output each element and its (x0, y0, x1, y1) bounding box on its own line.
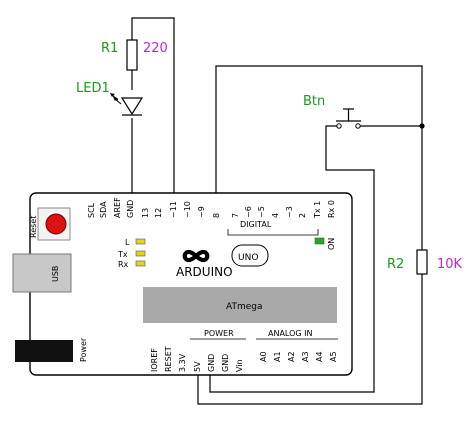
logo-text: ARDUINO (176, 265, 233, 279)
digital-bracket (227, 229, 319, 236)
r1-value-label: 220 (143, 41, 168, 56)
power-pin-label-2: 3.3V (178, 353, 187, 372)
r2-resistor (416, 249, 428, 275)
top-pin-label-5: 12 (154, 208, 163, 218)
top-pin-label-14: ~3 (285, 206, 294, 218)
reset-button (45, 213, 67, 235)
top-pin-label-4: 13 (141, 208, 150, 218)
top-pin-label-16: Tx 1 (313, 201, 322, 219)
power-jack (15, 340, 73, 362)
btn-name-label: Btn (303, 94, 325, 109)
power-pin-label-0: IOREF (150, 348, 159, 372)
top-pin-label-6: ~11 (169, 201, 178, 218)
chip-label: ATmega (226, 302, 263, 312)
top-pin-label-3: GND (126, 200, 135, 218)
model-label: UNO (238, 253, 258, 263)
analog-pin-label-4: A4 (315, 351, 324, 362)
push-button-symbol (336, 108, 361, 129)
digital-label: DIGITAL (240, 220, 272, 229)
power-pin-label-6: Vin (235, 359, 244, 372)
analog-pin-label-2: A2 (287, 351, 296, 362)
top-pin-label-8: ~9 (197, 206, 206, 218)
analog-label: ANALOG IN (268, 329, 313, 338)
led-l-indicator (135, 238, 146, 245)
reset-label: Reset (29, 216, 38, 238)
led-l-label: L (125, 238, 130, 247)
on-led-indicator (314, 237, 325, 245)
usb-label: USB (51, 266, 60, 282)
top-pin-label-10: 7 (231, 213, 240, 218)
led1-name-label: LED1 (76, 81, 110, 96)
power-pin-label-4: GND (207, 354, 216, 372)
r2-value-label: 10K (437, 257, 463, 272)
top-pin-label-13: 4 (271, 213, 280, 218)
usb-port (12, 253, 72, 293)
led-tx-label: Tx (117, 250, 128, 259)
top-pin-label-2: AREF (113, 197, 122, 218)
wires (131, 17, 425, 405)
junction-dot (419, 123, 425, 129)
analog-pin-label-1: A1 (273, 351, 282, 362)
top-pin-label-15: 2 (298, 213, 307, 218)
wire-r2-to-5v (197, 274, 423, 405)
top-pin-label-12: ~5 (257, 206, 266, 218)
led-rx-indicator (135, 260, 146, 267)
top-pin-label-1: SDA (99, 201, 108, 218)
arduino-logo: UNO ARDUINO (176, 244, 269, 279)
bottom-header: IOREF RESET 3.3V 5V GND GND Vin A0 A1 A2 A3 A4 A5 (150, 346, 338, 372)
top-pin-label-7: ~10 (183, 201, 192, 218)
top-pin-label-0: SCL (87, 202, 96, 218)
wire-pin11-to-r1 (131, 17, 175, 194)
power-pin-label-5: GND (221, 354, 230, 372)
analog-pin-label-3: A3 (301, 351, 310, 362)
wire-button-left (209, 125, 375, 393)
power-label: Power (79, 337, 88, 362)
power-pin-label-3: 5V (193, 361, 202, 372)
led-rx-label: Rx (118, 260, 129, 269)
led-tx-indicator (135, 250, 146, 257)
r1-name-label: R1 (101, 41, 118, 56)
r1-resistor (126, 39, 138, 71)
top-pin-label-17: Rx 0 (327, 200, 336, 218)
r2-name-label: R2 (387, 257, 404, 272)
analog-pin-label-0: A0 (259, 351, 268, 362)
power-header-label: POWER (204, 329, 234, 338)
top-pin-label-11: ~6 (244, 206, 253, 218)
analog-pin-label-5: A5 (329, 351, 338, 362)
power-pin-label-1: RESET (164, 346, 173, 372)
on-label: ON (327, 238, 336, 250)
led1-symbol (110, 93, 144, 116)
atmega-chip (143, 287, 337, 323)
top-pin-label-9: 8 (212, 213, 221, 218)
wire-pin9-to-rail (215, 65, 423, 250)
